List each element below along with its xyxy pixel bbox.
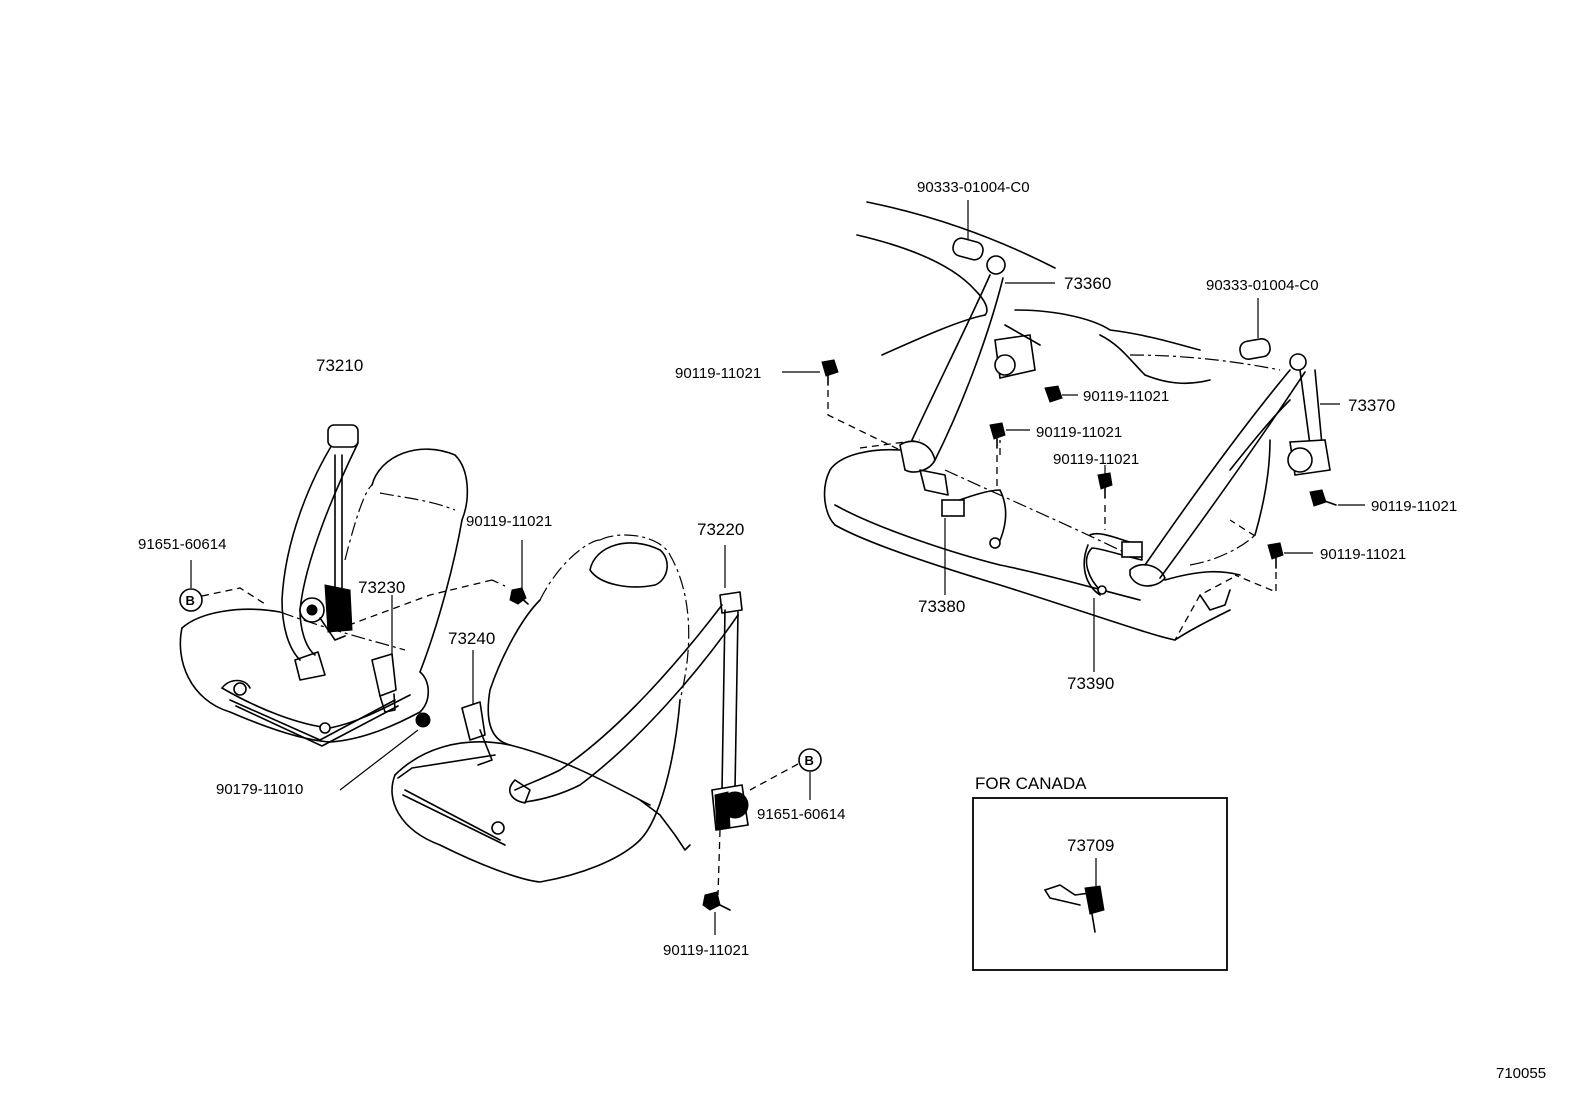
part-labels: 73210 73220 73230 73240 73360 73370 7338… — [138, 179, 1546, 1082]
label-bolt-rear-retractor: 90119-11021 — [1083, 388, 1169, 405]
label-bolt-rear-right-upper: 90119-11021 — [1371, 498, 1457, 515]
label-bolt-rear-center-lower: 90119-11021 — [1053, 451, 1139, 468]
label-bolt-front-left-top: 90119-11021 — [466, 513, 552, 530]
label-cover-left: 91651-60614 — [138, 536, 226, 553]
front-right-seat — [391, 534, 690, 883]
front-left-seat — [179, 448, 469, 747]
label-cap-rear-right: 90333-01004-C0 — [1206, 277, 1319, 294]
seatbelt-73220 — [509, 545, 749, 851]
callout-b-right: B — [805, 753, 814, 768]
seatbelt-73210 — [281, 424, 359, 681]
label-73380: 73380 — [918, 597, 965, 616]
inset-title: FOR CANADA — [975, 774, 1087, 793]
label-73210: 73210 — [316, 356, 363, 375]
label-bolt-rear-right-lower: 90119-11021 — [1320, 546, 1406, 563]
buckles-73380-73390 — [941, 489, 1143, 672]
label-73370: 73370 — [1348, 396, 1395, 415]
cover-b-right-circle — [798, 748, 822, 772]
label-bolt-front-right-bottom: 90119-11021 — [663, 942, 749, 959]
front-hardware — [179, 540, 822, 935]
seatbelt-73370 — [1129, 353, 1340, 611]
canada-inset — [972, 797, 1228, 971]
diagram-id: 710055 — [1496, 1065, 1546, 1082]
label-bolt-rear-far-left: 90119-11021 — [675, 365, 761, 382]
inset-frame — [972, 797, 1228, 971]
rear-hardware — [782, 359, 1365, 641]
rear-seat — [823, 200, 1291, 641]
label-nut-front: 90179-11010 — [216, 781, 303, 798]
buckle-73240 — [461, 650, 493, 766]
label-73220: 73220 — [697, 520, 744, 539]
label-73230: 73230 — [358, 578, 405, 597]
seatbelt-73360 — [899, 255, 1078, 496]
callout-b-left: B — [186, 593, 195, 608]
label-cap-rear-left: 90333-01004-C0 — [917, 179, 1030, 196]
buckle-73230 — [371, 595, 397, 713]
cover-b-left-circle — [179, 588, 203, 612]
label-73709: 73709 — [1067, 836, 1114, 855]
label-cover-right: 91651-60614 — [757, 806, 845, 823]
label-bolt-rear-center-upper: 90119-11021 — [1036, 424, 1122, 441]
label-73390: 73390 — [1067, 674, 1114, 693]
label-73360: 73360 — [1064, 274, 1111, 293]
label-73240: 73240 — [448, 629, 495, 648]
